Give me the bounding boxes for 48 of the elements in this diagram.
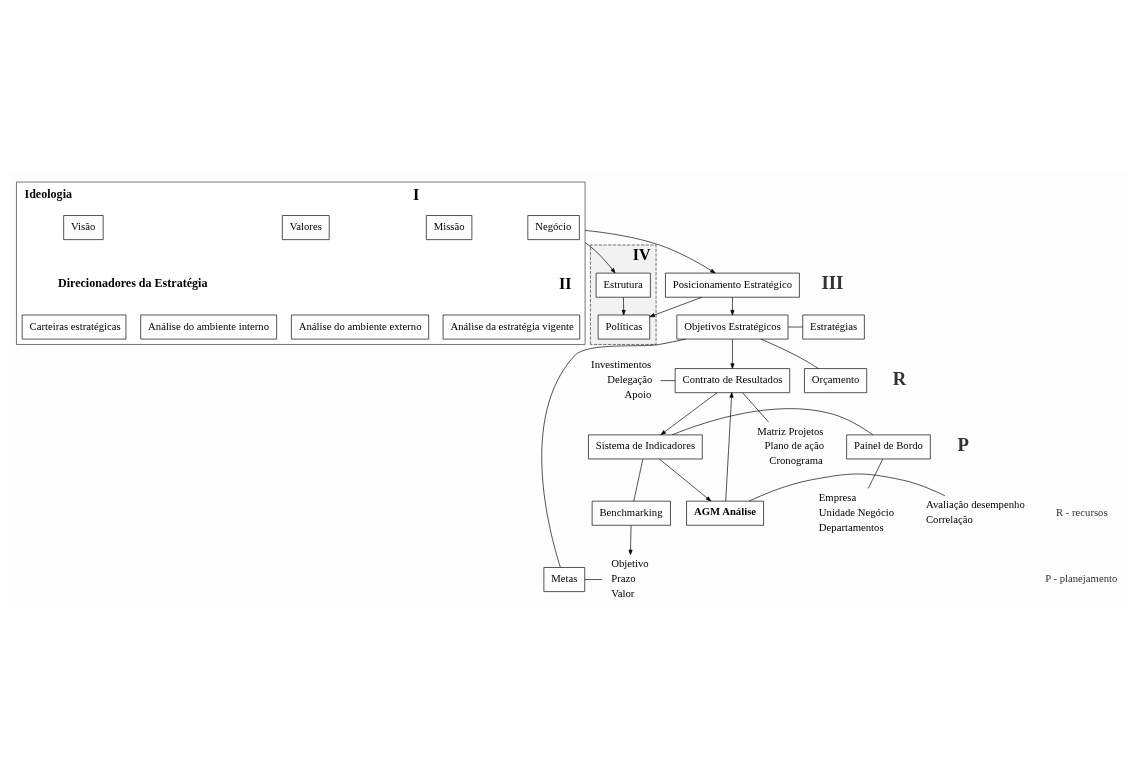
node-box: Painel de Bordo	[846, 434, 931, 460]
node-box: Políticas	[597, 314, 651, 340]
node-text: Matriz Projetos Plano de ação Cronograma	[757, 424, 825, 467]
arrow	[659, 458, 712, 502]
label: P - planejamento	[1045, 572, 1118, 585]
connector	[671, 408, 874, 436]
node-box: Estratégias	[802, 314, 865, 340]
arrow	[730, 297, 735, 316]
label: III	[821, 272, 844, 294]
node-box: Sistema de Indicadores	[588, 434, 703, 460]
node-box: Valores	[282, 215, 330, 240]
arrow	[584, 242, 616, 274]
node-box: AGM Análise	[686, 500, 764, 526]
node-text: Objetivo Prazo Valor	[611, 557, 649, 599]
label: R - recursos	[1055, 505, 1108, 518]
connector	[633, 458, 644, 502]
node-text: Empresa Unidade Negócio Departamentos	[818, 491, 895, 533]
node-box: Metas	[543, 567, 586, 592]
node-box: Análise do ambiente externo	[291, 314, 430, 340]
node-text: Investimentos Delegação Apoio	[591, 358, 653, 400]
arrow	[584, 230, 716, 274]
arrow	[628, 525, 633, 556]
node-box: Negócio	[527, 215, 580, 240]
connector	[742, 392, 769, 423]
label: P	[957, 433, 969, 455]
node-text: Avaliação desempenho Correlação	[925, 498, 1025, 526]
arrow	[660, 392, 718, 436]
node-box: Visão	[63, 215, 104, 240]
node-box: Orçamento	[804, 368, 868, 393]
label: R	[892, 367, 907, 389]
arrow	[730, 338, 735, 369]
node-box: Carteiras estratégicas	[21, 314, 127, 340]
connector	[660, 380, 676, 381]
node-box: Missão	[426, 215, 473, 240]
connector	[541, 338, 686, 568]
node-box: Benchmarking	[591, 500, 671, 526]
connector	[760, 338, 819, 369]
connector	[867, 458, 884, 489]
connector	[584, 579, 603, 580]
node-box: Contrato de Resultados	[674, 368, 791, 393]
node-box: Posicionamento Estratégico	[665, 272, 800, 298]
node-box: Análise do ambiente interno	[140, 314, 277, 340]
node-box: Análise da estratégia vigente	[442, 314, 581, 340]
arrow	[621, 297, 626, 316]
arrow	[725, 392, 734, 502]
connector	[748, 473, 946, 502]
node-box: Estrutura	[595, 272, 651, 298]
node-box: Objetivos Estratégicos	[676, 314, 789, 340]
